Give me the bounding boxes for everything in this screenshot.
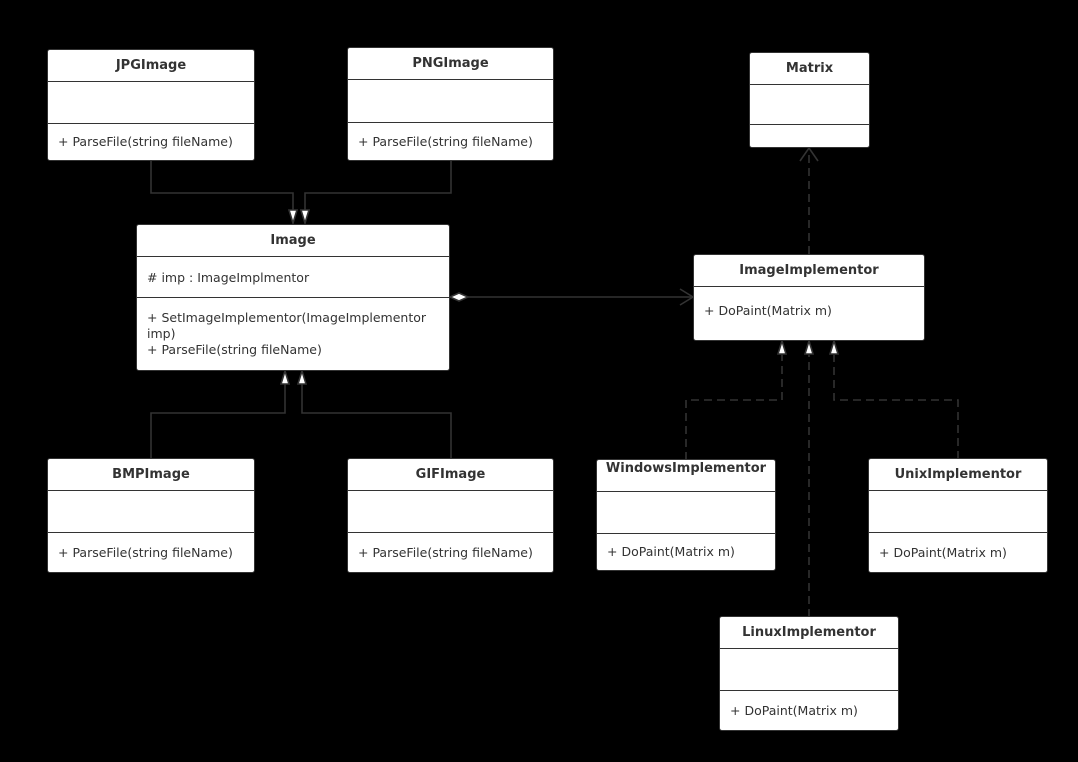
attributes-compartment bbox=[597, 492, 775, 534]
operations-compartment: + ParseFile(string fileName) bbox=[48, 533, 254, 572]
operations-compartment: + SetImageImplementor(ImageImplementor i… bbox=[137, 298, 449, 370]
attributes-compartment: # imp : ImageImplmentor bbox=[137, 257, 449, 298]
operations-compartment bbox=[750, 125, 869, 147]
aggregation-diamond bbox=[448, 292, 470, 302]
class-name: WindowsImplementor bbox=[597, 460, 775, 492]
operations-compartment: + ParseFile(string fileName) bbox=[48, 124, 254, 160]
attributes-compartment bbox=[48, 82, 254, 124]
attributes-compartment bbox=[720, 649, 898, 691]
operation: + ParseFile(string fileName) bbox=[58, 134, 233, 149]
class-matrix[interactable]: Matrix bbox=[749, 52, 870, 148]
class-windowsimplementor[interactable]: WindowsImplementor + DoPaint(Matrix m) bbox=[596, 459, 776, 571]
class-name: Matrix bbox=[750, 53, 869, 85]
class-image[interactable]: Image # imp : ImageImplmentor + SetImage… bbox=[136, 224, 450, 371]
attributes-compartment bbox=[348, 491, 553, 533]
generalization-arrowhead-jpg bbox=[287, 209, 299, 226]
operation: + DoPaint(Matrix m) bbox=[607, 544, 735, 559]
class-pngimage[interactable]: PNGImage + ParseFile(string fileName) bbox=[347, 47, 554, 161]
generalization-png-to-image bbox=[304, 160, 452, 211]
operations-compartment: + ParseFile(string fileName) bbox=[348, 533, 553, 572]
operation: + DoPaint(Matrix m) bbox=[704, 303, 832, 318]
class-name: ImageImplementor bbox=[694, 255, 924, 287]
operations-compartment: + DoPaint(Matrix m) bbox=[720, 691, 898, 730]
class-name: BMPImage bbox=[48, 459, 254, 491]
class-jpgimage[interactable]: JPGImage + ParseFile(string fileName) bbox=[47, 49, 255, 161]
operation: + DoPaint(Matrix m) bbox=[730, 702, 858, 718]
attributes-compartment bbox=[869, 491, 1047, 533]
operation: + SetImageImplementor(ImageImplementor i… bbox=[147, 310, 427, 341]
realization-unix-to-imageimplementor bbox=[833, 355, 959, 459]
generalization-jpg-to-image bbox=[150, 161, 294, 211]
operations-compartment: + DoPaint(Matrix m) bbox=[597, 534, 775, 570]
class-name: Image bbox=[137, 225, 449, 257]
operation: + DoPaint(Matrix m) bbox=[879, 544, 1007, 560]
generalization-arrowhead-png bbox=[299, 209, 311, 226]
generalization-bmp-to-image bbox=[150, 384, 286, 459]
attributes-compartment bbox=[48, 491, 254, 533]
operations-compartment: + DoPaint(Matrix m) bbox=[694, 287, 924, 340]
realization-arrowhead-windows bbox=[776, 338, 788, 355]
class-name: PNGImage bbox=[348, 48, 553, 80]
operations-compartment: + ParseFile(string fileName) bbox=[348, 123, 553, 160]
operation: + ParseFile(string fileName) bbox=[358, 544, 533, 560]
class-name: LinuxImplementor bbox=[720, 617, 898, 649]
operation: + ParseFile(string fileName) bbox=[58, 544, 233, 560]
class-bmpimage[interactable]: BMPImage + ParseFile(string fileName) bbox=[47, 458, 255, 573]
class-uniximplementor[interactable]: UnixImplementor + DoPaint(Matrix m) bbox=[868, 458, 1048, 573]
class-name: JPGImage bbox=[48, 50, 254, 82]
class-imageimplementor[interactable]: ImageImplementor + DoPaint(Matrix m) bbox=[693, 254, 925, 341]
generalization-gif-to-image bbox=[301, 384, 452, 459]
class-name: GIFImage bbox=[348, 459, 553, 491]
operation: + ParseFile(string fileName) bbox=[147, 342, 322, 357]
operations-compartment: + DoPaint(Matrix m) bbox=[869, 533, 1047, 572]
class-gifimage[interactable]: GIFImage + ParseFile(string fileName) bbox=[347, 458, 554, 573]
dependency-arrowhead bbox=[799, 146, 819, 162]
operation: + ParseFile(string fileName) bbox=[358, 133, 533, 149]
attribute: # imp : ImageImplmentor bbox=[147, 269, 310, 285]
class-linuximplementor[interactable]: LinuxImplementor + DoPaint(Matrix m) bbox=[719, 616, 899, 731]
realization-arrowhead-unix bbox=[828, 338, 840, 355]
realization-arrowhead-linux bbox=[803, 338, 815, 355]
attributes-compartment bbox=[750, 85, 869, 125]
realization-windows-to-imageimplementor bbox=[685, 355, 783, 460]
class-name: UnixImplementor bbox=[869, 459, 1047, 491]
generalization-arrowhead-gif bbox=[296, 368, 308, 385]
generalization-arrowhead-bmp bbox=[279, 368, 291, 385]
attributes-compartment bbox=[348, 80, 553, 123]
